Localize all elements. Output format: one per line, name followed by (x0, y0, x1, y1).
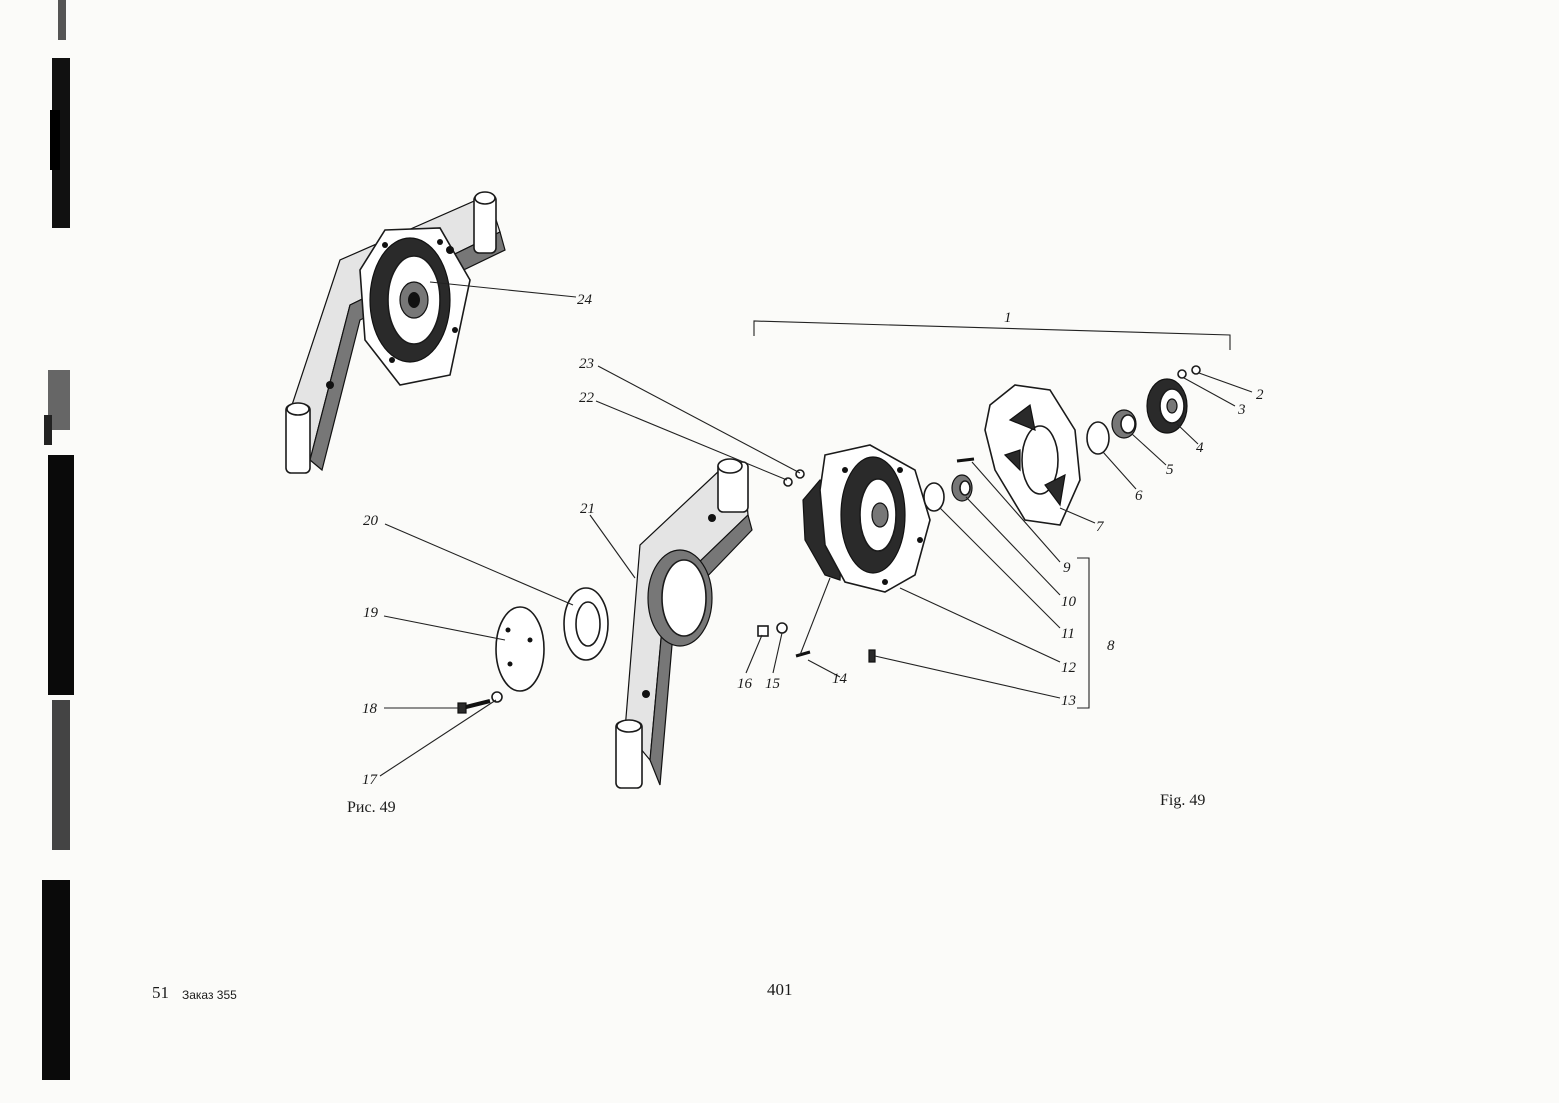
callout-24: 24 (577, 292, 593, 308)
callout-labels: 1 2 3 4 5 6 7 8 9 10 11 12 13 14 15 16 1… (362, 292, 1264, 788)
callout-16: 16 (737, 676, 753, 692)
bracket-21-drawing (615, 458, 753, 789)
cover-plate-7-drawing (984, 384, 1081, 526)
seal-ring-11-drawing (923, 482, 945, 512)
cover-19-drawing (495, 606, 545, 692)
callout-3: 3 (1237, 402, 1246, 418)
callout-6: 6 (1135, 488, 1143, 504)
callout-11: 11 (1061, 626, 1075, 642)
pin-13-drawing (868, 649, 876, 663)
sprocket-housing-12-drawing (802, 444, 931, 593)
gasket-20-drawing (563, 587, 609, 661)
pin-9-drawing (956, 457, 975, 463)
assembled-bracket-drawing (285, 191, 506, 474)
end-cap-4-drawing (1146, 378, 1188, 434)
callout-7: 7 (1096, 519, 1105, 535)
page-number: 401 (767, 980, 793, 999)
callout-19: 19 (363, 605, 379, 621)
callout-15: 15 (765, 676, 781, 692)
leader-lines (379, 281, 1253, 777)
callout-23: 23 (579, 356, 594, 372)
callout-10: 10 (1061, 594, 1077, 610)
callout-22: 22 (579, 390, 595, 406)
ring-6-drawing (1086, 421, 1110, 455)
callout-17: 17 (362, 772, 379, 788)
nut-16-drawing (757, 625, 769, 637)
callout-8: 8 (1107, 638, 1115, 654)
bushing-5-drawing (1111, 409, 1137, 439)
sheet-number: 51 (152, 983, 169, 1002)
insert-10-drawing (951, 474, 973, 502)
callout-12: 12 (1061, 660, 1077, 676)
washer-3-drawing (1177, 369, 1187, 379)
group-8-bracket (1077, 557, 1090, 709)
callout-2: 2 (1256, 387, 1264, 403)
nut-2-drawing (1191, 365, 1201, 375)
callout-13: 13 (1061, 693, 1076, 709)
callout-9: 9 (1063, 560, 1071, 576)
callout-1: 1 (1004, 310, 1012, 326)
callout-5: 5 (1166, 462, 1174, 478)
washer-17-drawing (491, 691, 503, 703)
group-1-bracket (753, 320, 1231, 350)
order-label: Заказ 355 (182, 988, 237, 1002)
pin-14-drawing (795, 650, 811, 658)
callout-14: 14 (832, 671, 848, 687)
scan-binding-edge (42, 0, 74, 1080)
washer-15-drawing (776, 622, 788, 634)
callout-21: 21 (580, 501, 595, 517)
callout-18: 18 (362, 701, 378, 717)
figure-caption-russian: Рис. 49 (347, 799, 396, 816)
callout-20: 20 (363, 513, 379, 529)
figure-caption-english: Fig. 49 (1160, 792, 1206, 809)
callout-4: 4 (1196, 440, 1204, 456)
